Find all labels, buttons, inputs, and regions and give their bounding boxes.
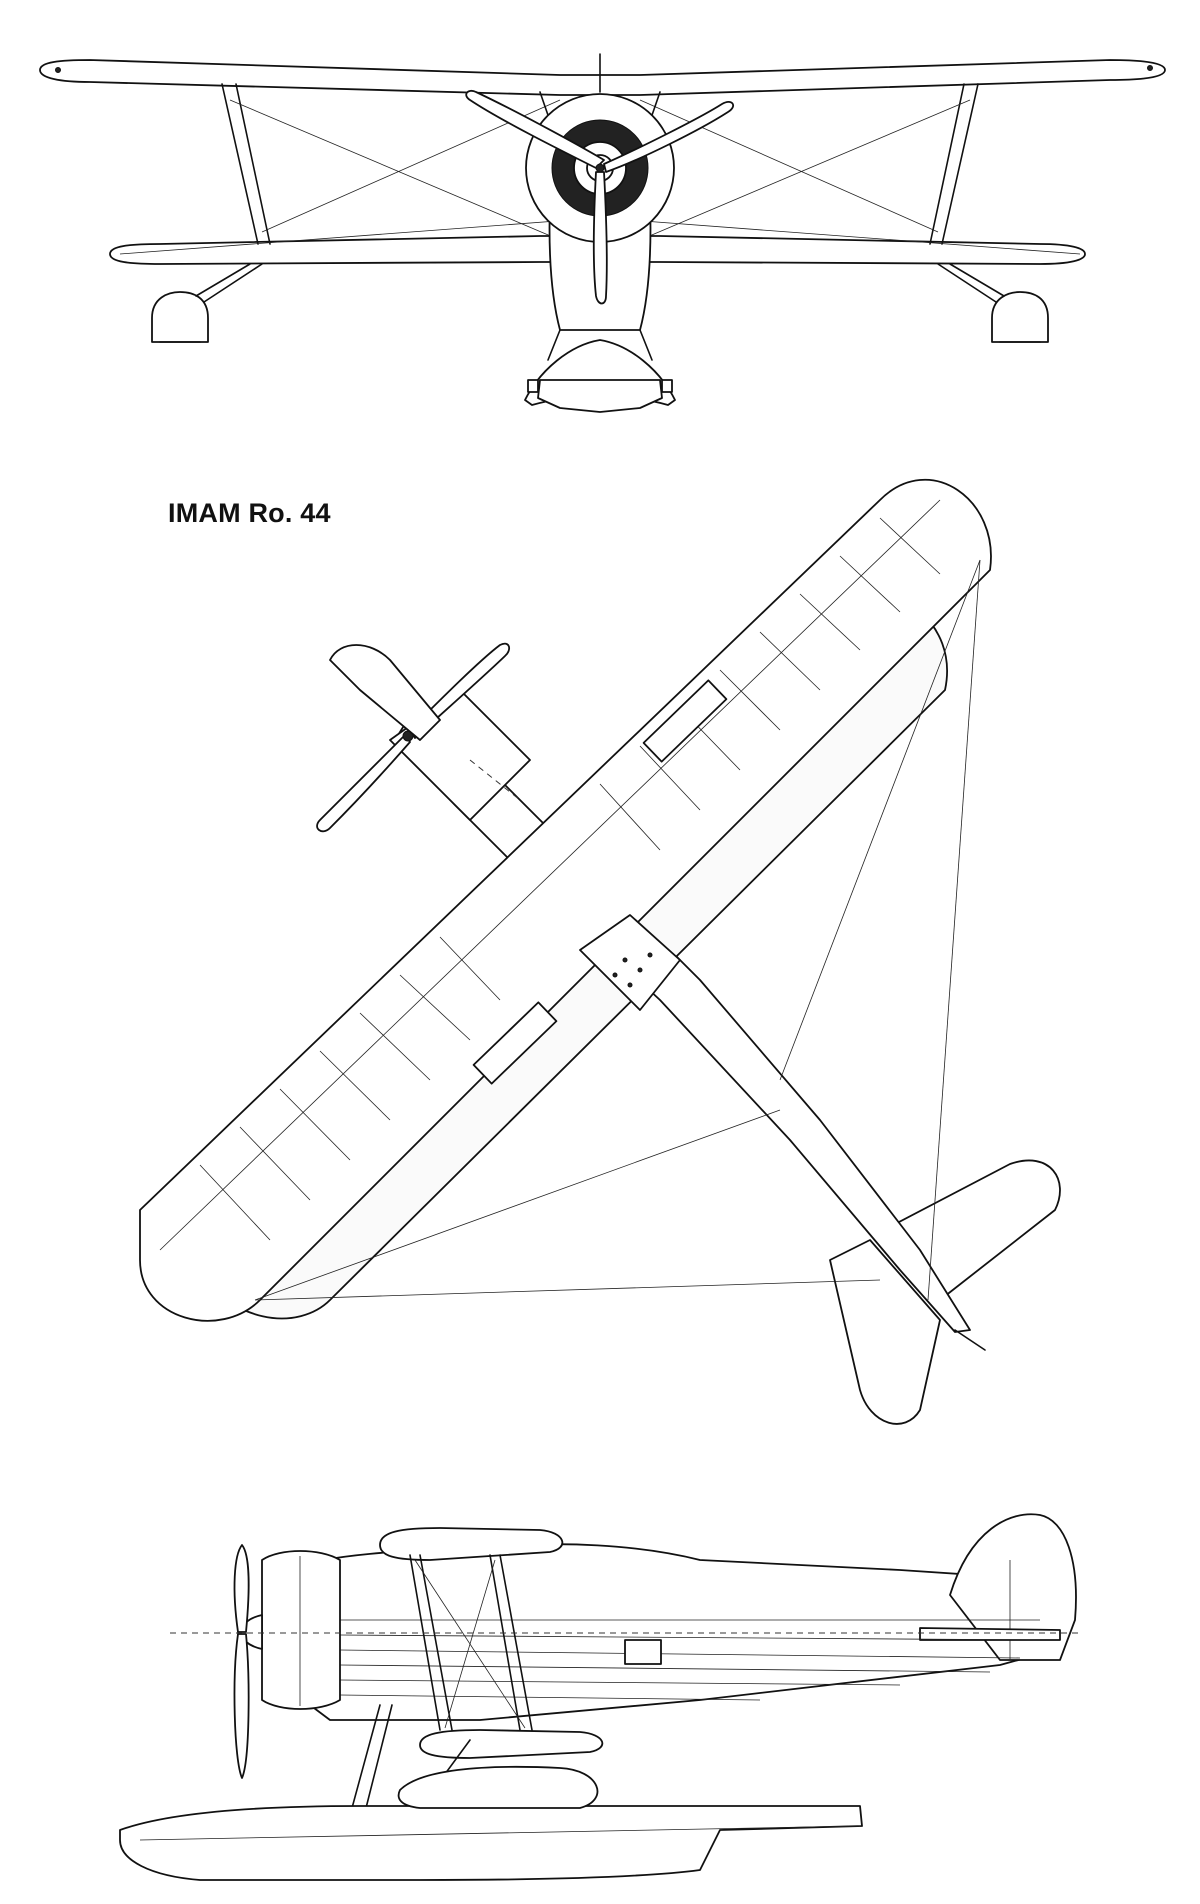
side-engine-cowling: [261, 1550, 341, 1710]
top-wing-ribs: [159, 499, 941, 1251]
front-right-float: [991, 291, 1049, 343]
side-tailplane: [919, 1627, 1061, 1641]
side-wing-float: [397, 1765, 599, 1809]
front-propeller: [465, 89, 605, 169]
side-access-panel: [624, 1639, 662, 1665]
front-view: [39, 53, 1166, 413]
top-upper-wing: [139, 479, 992, 1322]
side-propeller: [233, 1544, 250, 1633]
side-view: [119, 1513, 1080, 1881]
side-tail-fin: [949, 1513, 1077, 1661]
top-main-float: [329, 644, 441, 741]
side-lower-wing: [419, 1729, 604, 1759]
top-cockpit: [579, 914, 681, 1011]
front-left-float: [151, 291, 209, 343]
top-view: [139, 479, 1061, 1425]
top-aileron-right: [642, 679, 728, 763]
side-main-float: [119, 1805, 863, 1881]
top-aileron-left: [472, 1001, 558, 1085]
side-upper-wing: [379, 1527, 564, 1561]
top-tailplane-left: [829, 1239, 941, 1425]
side-fuselage-panels: [339, 1619, 1041, 1701]
front-upper-wing: [39, 59, 1166, 96]
drawing-title: IMAM Ro. 44: [168, 498, 331, 528]
